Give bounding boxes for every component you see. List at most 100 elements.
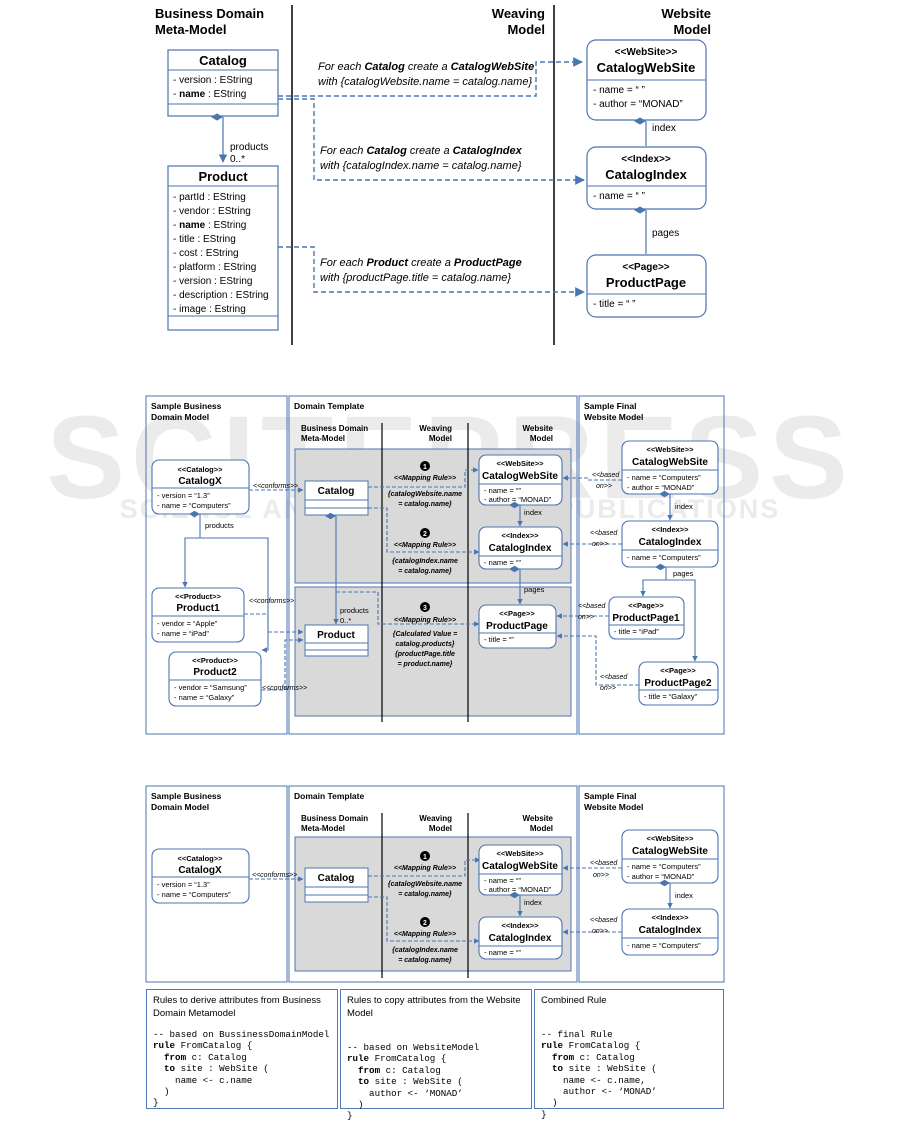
final-index: <<Index>> CatalogIndex - name = “Compute…	[621, 520, 719, 568]
svg-text:WebsiteModel: WebsiteModel	[522, 814, 553, 833]
svg-text:- name = “”: - name = “”	[484, 558, 521, 567]
code-line: )	[347, 1099, 364, 1111]
svg-text:<<conforms>>: <<conforms>>	[262, 685, 307, 692]
assoc-multiplicity: 0..*	[230, 154, 245, 165]
final-index: <<Index>> CatalogIndex - name = “Compute…	[621, 908, 719, 956]
svg-text:<<Page>>: <<Page>>	[622, 262, 669, 273]
final-website: <<WebSite>> CatalogWebSite - name = “Com…	[621, 440, 719, 495]
code-line: -- based on WebsiteModel	[347, 1042, 480, 1053]
svg-text:index: index	[675, 891, 693, 900]
svg-text:<<conforms>>: <<conforms>>	[253, 483, 298, 490]
mapping-rule-1: 1 <<Mapping Rule>> {catalogWebsite.name=…	[388, 851, 462, 898]
class-attr: - image : Estring	[173, 304, 246, 315]
code-line: from c: Catalog	[164, 1051, 247, 1063]
rules-combined-title: Combined Rule	[541, 995, 607, 1006]
panel-title: Domain Template	[294, 401, 364, 411]
svg-text:- name = “”: - name = “”	[484, 948, 521, 957]
svg-text:<<conforms>>: <<conforms>>	[249, 598, 294, 605]
mapping-rule-1: 1 <<Mapping Rule>> {catalogWebsite.name=…	[388, 461, 462, 508]
mapping-arrows	[278, 57, 585, 297]
svg-text:- title = “iPad”: - title = “iPad”	[614, 627, 659, 636]
svg-text:2: 2	[423, 920, 427, 927]
svg-text:Product1: Product1	[176, 603, 220, 614]
code-line: author <- ‘MONAD’	[347, 1087, 463, 1099]
index-class: <<Index>> CatalogIndex - name = “ ”	[586, 146, 707, 210]
page-class: <<Page>> ProductPage - title = “ ”	[586, 254, 707, 318]
svg-text:- name = “”: - name = “”	[484, 876, 521, 885]
mapping-rule-2: 2 <<Mapping Rule>> {catalogIndex.name= c…	[392, 917, 458, 964]
svg-text:Catalog: Catalog	[318, 486, 355, 497]
assoc-label: products	[230, 142, 268, 153]
svg-text:CatalogIndex: CatalogIndex	[489, 543, 552, 554]
svg-text:<<conforms>>: <<conforms>>	[252, 872, 297, 879]
svg-text:ProductPage1: ProductPage1	[612, 613, 680, 624]
svg-text:- name = “Computers”: - name = “Computers”	[157, 890, 231, 899]
class-attr: - name : EString	[173, 220, 246, 231]
svg-text:CatalogX: CatalogX	[178, 476, 222, 487]
template-website: <<WebSite>> CatalogWebSite - name = “” -…	[478, 454, 563, 506]
svg-text:- author = “MONAD”: - author = “MONAD”	[627, 872, 695, 881]
svg-text:<<Index>>: <<Index>>	[651, 913, 689, 922]
instance-catalogx: <<Catalog>> CatalogX - version = “1.3” -…	[151, 848, 250, 904]
class-attr: - description : EString	[173, 290, 269, 301]
svg-text:<<Page>>: <<Page>>	[628, 601, 664, 610]
svg-text:- name = “Computers”: - name = “Computers”	[627, 941, 701, 950]
code-line: }	[347, 1110, 353, 1122]
svg-text:CatalogIndex: CatalogIndex	[639, 925, 702, 936]
class-attr: - title : EString	[173, 234, 236, 245]
svg-text:- version = “1.3”: - version = “1.3”	[157, 491, 210, 500]
svg-text:pages: pages	[524, 585, 545, 594]
svg-text:- name = “iPad”: - name = “iPad”	[157, 629, 209, 638]
svg-text:- title = “ ”: - title = “ ”	[593, 299, 636, 310]
product-class: Product - partId : EString- vendor : ESt…	[167, 165, 279, 331]
svg-text:- name = “Computers”: - name = “Computers”	[627, 862, 701, 871]
svg-text:{catalogIndex.name= catalog.na: {catalogIndex.name= catalog.name}	[392, 558, 458, 575]
svg-text:<<Page>>: <<Page>>	[499, 609, 535, 618]
svg-text:- name = “Galaxy”: - name = “Galaxy”	[174, 693, 235, 702]
svg-text:1: 1	[423, 854, 427, 861]
svg-text:<<Mapping Rule>>: <<Mapping Rule>>	[394, 475, 456, 482]
svg-text:products: products	[340, 606, 369, 615]
instance-catalogx: <<Catalog>> CatalogX - version = “1.3” -…	[151, 459, 250, 515]
template-product: Product	[304, 624, 369, 657]
svg-text:index: index	[524, 898, 542, 907]
catalog-class: Catalog - version : EString - name : ESt…	[167, 49, 279, 117]
svg-text:CatalogWebSite: CatalogWebSite	[482, 471, 558, 482]
svg-text:ProductPage: ProductPage	[486, 621, 548, 632]
code-line: rule FromCatalog {	[347, 1053, 447, 1065]
class-attr: - version : EString	[173, 75, 252, 86]
svg-text:{catalogWebsite.name= catalog.: {catalogWebsite.name= catalog.name}	[388, 881, 462, 898]
conforms-arrows	[244, 487, 304, 691]
svg-text:CatalogIndex: CatalogIndex	[605, 167, 687, 182]
svg-text:CatalogWebSite: CatalogWebSite	[482, 861, 558, 872]
svg-text:<<Catalog>>: <<Catalog>>	[177, 854, 223, 863]
assoc-label: index	[652, 123, 676, 134]
code-line: )	[153, 1086, 170, 1098]
code-line: name <- c.name	[153, 1074, 253, 1086]
code-line: author <- ‘MONAD’	[541, 1086, 657, 1098]
svg-text:- author = “MONAD”: - author = “MONAD”	[593, 99, 683, 110]
svg-text:- title = “”: - title = “”	[484, 635, 514, 644]
class-attr: - partId : EString	[173, 192, 246, 203]
svg-text:<<Catalog>>: <<Catalog>>	[177, 465, 223, 474]
rules-website-box: Rules to copy attributes from the Websit…	[340, 989, 532, 1121]
website-class: <<WebSite>> CatalogWebSite - name = “ ” …	[586, 39, 707, 121]
svg-text:CatalogIndex: CatalogIndex	[639, 537, 702, 548]
mapping-rule-2: 2 <<Mapping Rule>> {catalogIndex.name= c…	[392, 528, 458, 575]
final-page-2: <<Page>> ProductPage2 - title = “Galaxy”	[638, 661, 719, 706]
